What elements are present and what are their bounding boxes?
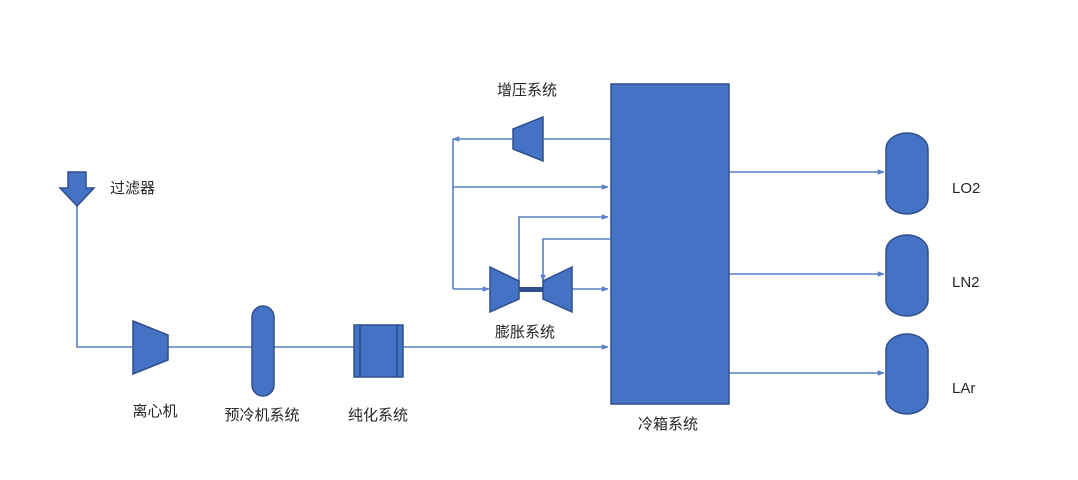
flow-expander-to-cold-box-upper bbox=[518, 214, 609, 285]
expander-pair-icon bbox=[489, 265, 573, 314]
ln2-tank-icon bbox=[885, 234, 929, 317]
booster-compressor-icon bbox=[512, 115, 544, 163]
product-lar-label: LAr bbox=[952, 380, 975, 397]
centrifugal-compressor-label: 离心机 bbox=[132, 402, 177, 420]
expansion-system-label: 膨胀系统 bbox=[495, 323, 555, 341]
filter-label: 过滤器 bbox=[110, 179, 155, 197]
purification-system-label: 纯化系统 bbox=[348, 406, 408, 424]
cold-box-system-label: 冷箱系统 bbox=[638, 415, 698, 433]
cold-box-system-icon bbox=[610, 83, 730, 405]
filter-icon bbox=[58, 171, 96, 208]
precooling-system-icon bbox=[251, 305, 275, 397]
booster-system-label: 增压系统 bbox=[497, 81, 557, 99]
flow-cold-box-to-expander-lower bbox=[540, 238, 610, 282]
flow-lines bbox=[76, 136, 885, 376]
product-ln2-label: LN2 bbox=[952, 274, 980, 291]
labels: 过滤器 离心机 预冷机系统 纯化系统 冷箱系统 增压系统 膨胀系统 LO2 LN… bbox=[110, 81, 980, 433]
product-lo2-label: LO2 bbox=[952, 180, 980, 197]
lo2-tank-icon bbox=[885, 132, 929, 215]
precooling-system-label: 预冷机系统 bbox=[224, 406, 299, 424]
purification-system-icon bbox=[353, 324, 404, 378]
flow-filter-to-main-line bbox=[76, 205, 132, 348]
lar-tank-icon bbox=[885, 333, 929, 415]
centrifugal-compressor-icon bbox=[132, 319, 169, 376]
